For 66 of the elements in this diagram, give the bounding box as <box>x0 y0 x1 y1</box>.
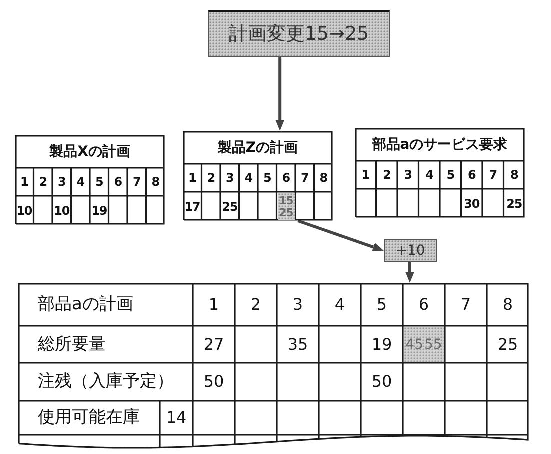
adjustment-box: +10 <box>384 239 437 262</box>
period-number: 7 <box>460 296 472 312</box>
quantity-value: 19 <box>92 204 108 216</box>
quantity-value: 25 <box>506 198 522 210</box>
period-number: 6 <box>282 172 290 184</box>
table-title: 製品Xの計画 <box>50 144 130 158</box>
quantity-value: 50 <box>204 374 224 390</box>
quantity-value: 27 <box>204 336 224 352</box>
period-number: 2 <box>207 172 215 184</box>
period-number: 5 <box>376 296 388 312</box>
quantity-value: 50 <box>372 374 392 390</box>
period-number: 7 <box>301 172 309 184</box>
period-number: 2 <box>250 296 262 312</box>
period-number: 8 <box>320 172 328 184</box>
plan-change-box: 計画変更15→25 <box>208 10 390 57</box>
period-number: 1 <box>20 176 28 188</box>
schedule-table <box>18 283 529 451</box>
period-number: 3 <box>404 169 412 181</box>
quantity-value: 25 <box>498 336 518 352</box>
period-number: 6 <box>468 169 476 181</box>
period-number: 2 <box>383 169 391 181</box>
period-number: 4 <box>334 296 346 312</box>
table-title: 部品aの計画 <box>38 296 134 313</box>
schedule-table <box>183 131 333 221</box>
quantity-value: 45 <box>406 338 424 352</box>
quantity-value: 14 <box>166 410 187 426</box>
quantity-value: 30 <box>464 198 480 210</box>
quantity-value: 55 <box>424 338 442 352</box>
row-label: 使用可能在庫 <box>38 410 140 426</box>
period-number: 1 <box>362 169 370 181</box>
period-number: 8 <box>502 296 514 312</box>
period-number: 4 <box>76 176 84 188</box>
period-number: 1 <box>208 296 220 312</box>
quantity-value: 25 <box>222 200 238 212</box>
period-number: 1 <box>188 172 196 184</box>
period-number: 7 <box>133 176 141 188</box>
period-number: 5 <box>96 176 104 188</box>
quantity-value: 15 <box>279 195 294 206</box>
period-number: 2 <box>39 176 47 188</box>
quantity-value: 19 <box>372 336 392 352</box>
schedule-table <box>355 128 525 218</box>
arrow <box>406 262 414 283</box>
period-number: 3 <box>226 172 234 184</box>
arrow <box>276 57 285 131</box>
quantity-value: 35 <box>288 336 308 352</box>
arrow <box>298 220 384 252</box>
table-title: 部品aのサービス要求 <box>372 138 508 152</box>
row-label: 総所要量 <box>38 336 106 353</box>
period-number: 8 <box>510 169 518 181</box>
period-number: 5 <box>446 169 454 181</box>
period-number: 7 <box>489 169 497 181</box>
period-number: 6 <box>418 296 430 312</box>
quantity-value: 10 <box>54 204 70 216</box>
table-title: 製品Zの計画 <box>218 140 298 154</box>
period-number: 3 <box>58 176 66 188</box>
quantity-value: 10 <box>16 204 32 216</box>
period-number: 6 <box>114 176 122 188</box>
period-number: 4 <box>244 172 252 184</box>
quantity-value: 25 <box>279 207 294 218</box>
period-number: 3 <box>292 296 304 312</box>
period-number: 4 <box>426 169 434 181</box>
schedule-table <box>15 135 165 225</box>
period-number: 5 <box>264 172 272 184</box>
period-number: 8 <box>152 176 160 188</box>
row-label: 注残（入庫予定） <box>38 374 174 390</box>
quantity-value: 17 <box>184 200 200 212</box>
